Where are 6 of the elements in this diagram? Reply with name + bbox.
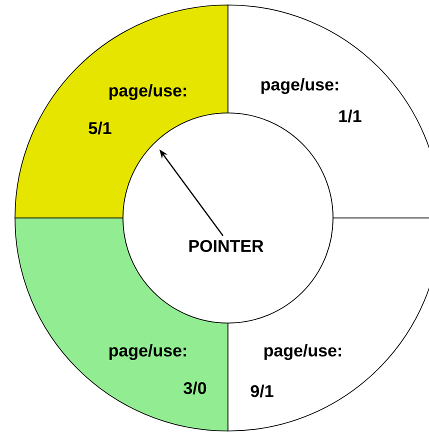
node-label: page/use:	[261, 78, 338, 94]
ring-sector: page/use: 5/1	[14, 4, 228, 218]
node-label: 9/1	[250, 384, 274, 398]
node-label: page/use:	[264, 344, 342, 360]
node-label: 1/1	[339, 110, 362, 122]
ring-sector: page/use: 1/1	[228, 4, 429, 218]
